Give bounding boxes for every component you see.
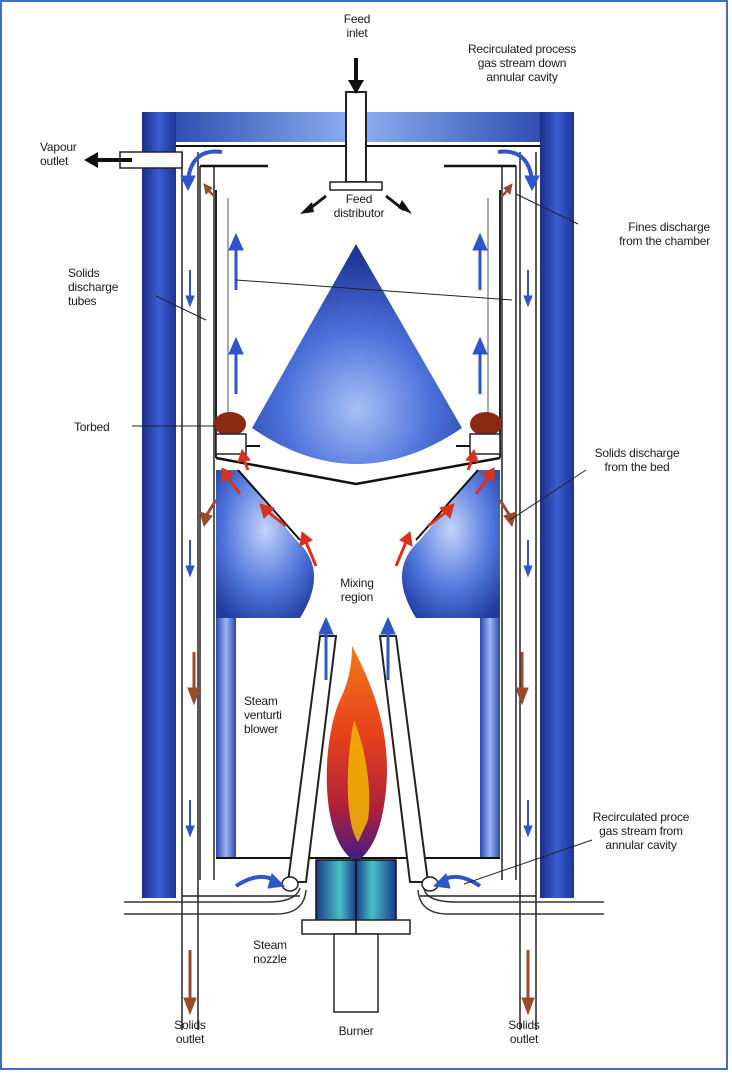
label-feed-distributor: Feed distributor bbox=[324, 192, 394, 220]
burner-pipe bbox=[334, 934, 378, 1012]
label-steam-nozzle: Steam nozzle bbox=[240, 938, 300, 966]
torbed-left bbox=[214, 412, 246, 436]
label-solids-outlet-left: Solids outlet bbox=[160, 1018, 220, 1046]
label-solids-outlet-right: Solids outlet bbox=[494, 1018, 554, 1046]
label-recirc-down: Recirculated process gas stream down ann… bbox=[440, 42, 604, 84]
label-steam-venturi: Steam venturti blower bbox=[244, 694, 314, 736]
feed-pipe bbox=[346, 92, 366, 182]
label-recirc-from-cavity: Recirculated proce gas stream from annul… bbox=[574, 810, 708, 852]
label-solids-discharge-bed: Solids discharge from the bed bbox=[572, 446, 702, 474]
torbed-right bbox=[470, 412, 502, 436]
label-feed-inlet: Feed inlet bbox=[330, 12, 384, 40]
label-torbed: Torbed bbox=[74, 420, 134, 434]
label-fines-discharge: Fines discharge from the chamber bbox=[560, 220, 710, 248]
label-solids-discharge-tubes: Solids discharge tubes bbox=[68, 266, 138, 308]
label-burner: Burner bbox=[326, 1024, 386, 1038]
label-vapour-outlet: Vapour outlet bbox=[40, 140, 110, 168]
label-mixing-region: Mixing region bbox=[320, 576, 394, 604]
outer-wall-left bbox=[142, 112, 176, 898]
